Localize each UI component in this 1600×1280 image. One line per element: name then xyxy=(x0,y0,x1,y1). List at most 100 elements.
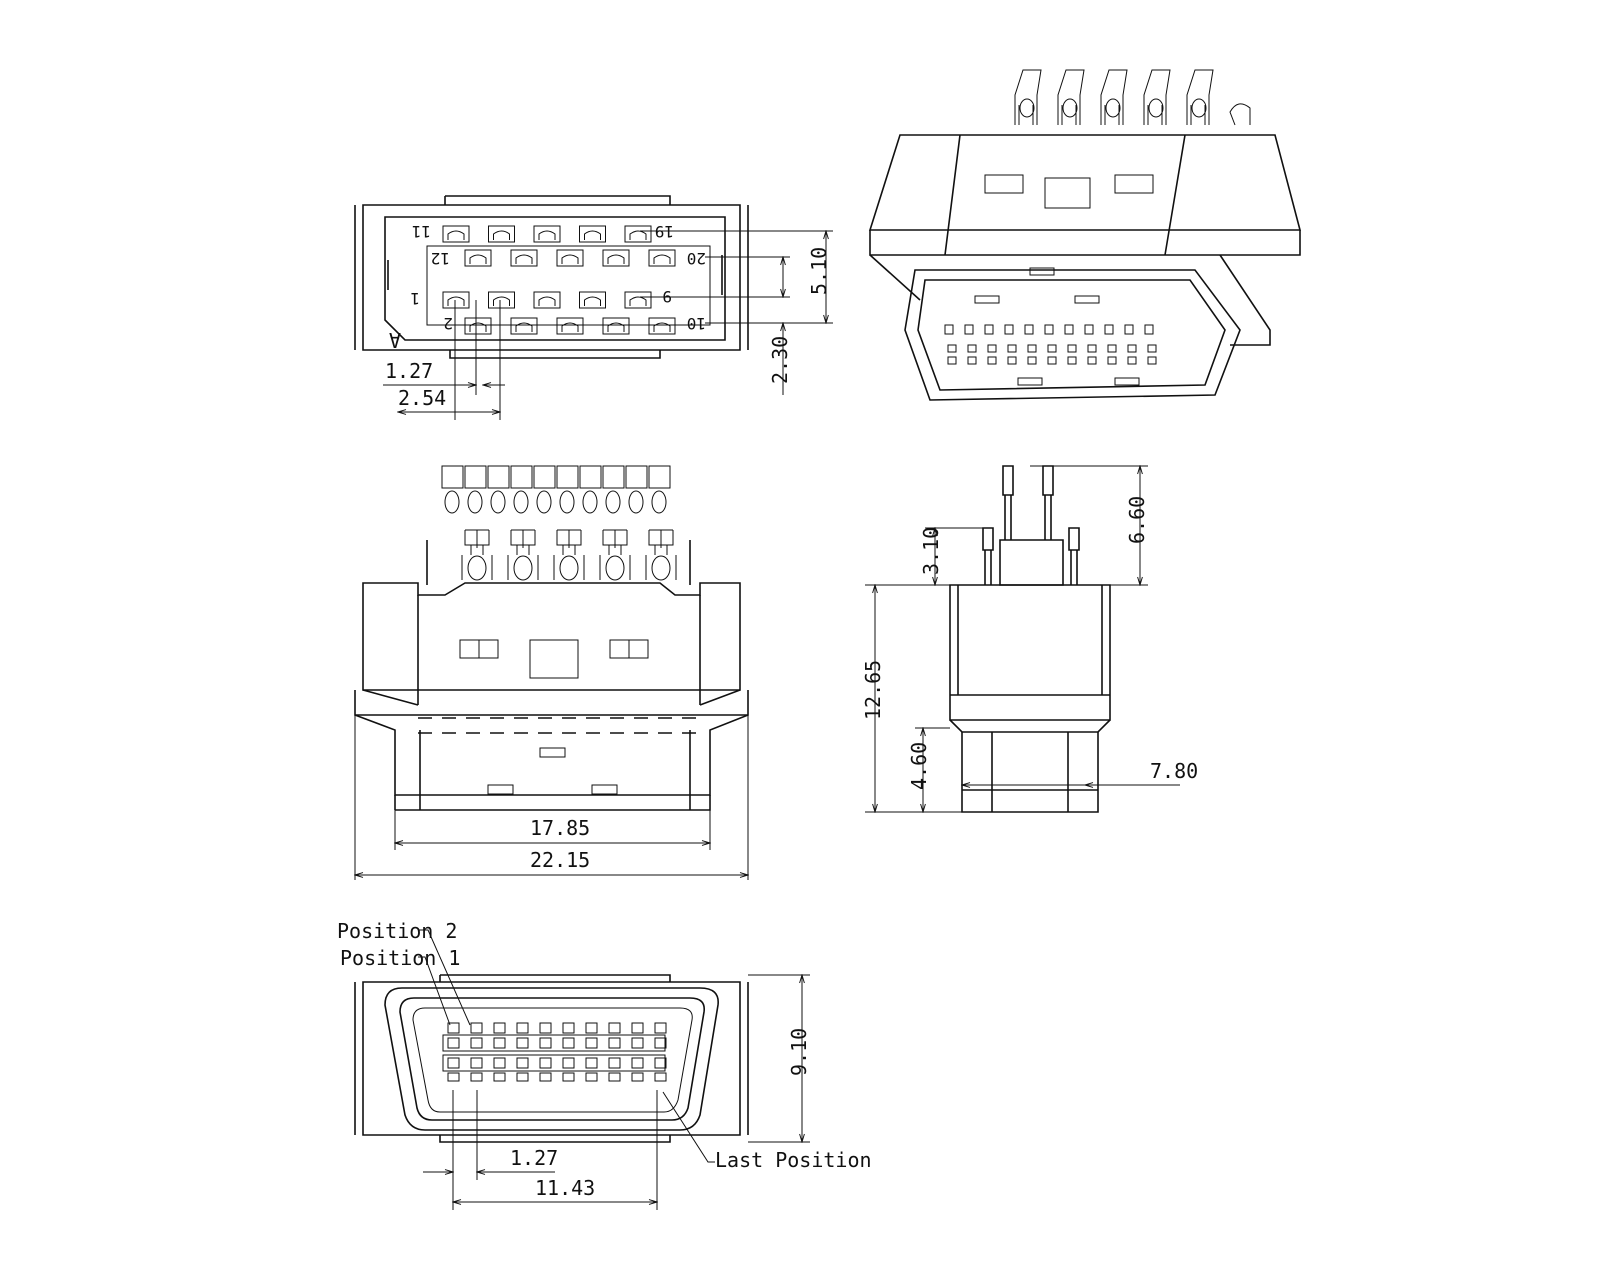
iso-contact-low xyxy=(1047,356,1057,365)
iso-contact-low xyxy=(1147,356,1157,365)
iso-contact-top xyxy=(1104,324,1114,335)
terminal-side xyxy=(553,555,585,580)
mate-contact-row2 xyxy=(493,1057,506,1069)
terminal-top xyxy=(625,465,648,489)
mate-contact-bottom xyxy=(539,1072,552,1082)
terminal-side xyxy=(599,555,631,580)
pin-number-11: 11 xyxy=(412,222,431,241)
mate-contact-row2 xyxy=(447,1057,460,1069)
pin-contact xyxy=(629,230,647,240)
iso-terminal xyxy=(1186,69,1214,125)
mate-contact-top xyxy=(585,1022,598,1034)
pin-contact xyxy=(515,254,533,264)
pin-number-20: 20 xyxy=(687,249,706,268)
pin-row-top xyxy=(442,225,652,243)
iso-terminal-leg xyxy=(1018,105,1034,125)
iso-terminal-leg xyxy=(1061,105,1077,125)
dim-inner-width: 17.85 xyxy=(530,816,590,840)
dim-pitch: 2.54 xyxy=(398,386,446,410)
iso-contact-low xyxy=(967,356,977,365)
pin-row-bottom xyxy=(464,317,676,335)
pin-contact xyxy=(493,296,510,306)
iso-contact-low xyxy=(1087,356,1097,365)
mate-contact-bottom xyxy=(585,1072,598,1082)
pin-cavity xyxy=(579,225,606,243)
mate-contact-row2 xyxy=(585,1057,598,1069)
terminal-solder xyxy=(467,555,487,581)
pin-cavity xyxy=(602,249,630,267)
pin-cavity xyxy=(510,249,538,267)
terminal-side xyxy=(461,555,493,580)
pin-cavity xyxy=(442,225,470,243)
pin-contact xyxy=(653,254,671,264)
pin-cavity xyxy=(533,225,561,243)
pin-cavity xyxy=(648,317,676,335)
iso-contact-top xyxy=(1024,324,1034,335)
terminal-top xyxy=(556,465,579,489)
terminal-neck xyxy=(654,530,668,555)
mate-contact-bottom xyxy=(470,1072,483,1082)
iso-terminal-leg xyxy=(1147,105,1163,125)
terminal-neck xyxy=(562,530,576,555)
mate-contact-row1 xyxy=(539,1037,552,1049)
mate-contact-top xyxy=(631,1022,644,1034)
iso-contact-low xyxy=(1027,356,1037,365)
iso-contact-mid xyxy=(1047,344,1057,353)
dim-short-pin: 3.10 xyxy=(919,527,943,575)
terminal-side xyxy=(645,555,677,580)
pin-contact xyxy=(607,254,625,264)
terminal-solder xyxy=(651,555,671,581)
dim-row-gap: 2.30 xyxy=(768,336,792,384)
pin-cavity xyxy=(648,249,676,267)
mate-contact-row1 xyxy=(585,1037,598,1049)
pin-contact xyxy=(607,322,625,332)
pin-contact xyxy=(653,322,671,332)
dim-plug-depth: 7.80 xyxy=(1150,759,1198,783)
pin-contact xyxy=(469,322,487,332)
terminal-hole xyxy=(651,490,667,514)
pin-cavity xyxy=(624,291,652,309)
mating-face-view: Position 2 Position 1 Last Position 9.10… xyxy=(337,919,872,1210)
iso-terminal xyxy=(1143,69,1171,125)
terminal-solder xyxy=(559,555,579,581)
iso-contact-top xyxy=(984,324,994,335)
mate-contact-top xyxy=(447,1022,460,1034)
dim-pitch-half: 1.27 xyxy=(385,359,433,383)
pin-contact xyxy=(629,296,647,306)
pin-contact xyxy=(538,296,556,306)
mate-contact-top xyxy=(516,1022,529,1034)
terminal-hole xyxy=(605,490,621,514)
mate-contact-bottom xyxy=(447,1072,460,1082)
pin-row-second xyxy=(464,249,676,267)
terminal-hole xyxy=(444,490,460,514)
iso-contact-mid xyxy=(967,344,977,353)
mate-contact-top xyxy=(539,1022,552,1034)
pin-cavity xyxy=(579,291,606,309)
mate-contact-bottom xyxy=(631,1072,644,1082)
pin-cavity xyxy=(488,291,515,309)
dim-pin-length: 6.60 xyxy=(1125,496,1149,544)
mate-contact-row2 xyxy=(539,1057,552,1069)
iso-terminal-hole xyxy=(1148,98,1164,118)
mate-contact-row1 xyxy=(493,1037,506,1049)
terminal-top xyxy=(579,465,602,489)
terminal-top xyxy=(487,465,510,489)
iso-contact-top xyxy=(944,324,954,335)
iso-contact-mid xyxy=(1127,344,1137,353)
terminal-hole xyxy=(513,490,529,514)
dim-overall-width: 22.15 xyxy=(530,848,590,872)
iso-contact-mid xyxy=(987,344,997,353)
top-view: 17.85 22.15 xyxy=(355,465,748,880)
mate-contact-top xyxy=(608,1022,621,1034)
iso-terminal-leg xyxy=(1104,105,1120,125)
pin-cavity xyxy=(556,249,584,267)
mate-contact-row1 xyxy=(470,1037,483,1049)
iso-contact-mid xyxy=(1107,344,1117,353)
dim-face-pitch: 1.27 xyxy=(510,1146,558,1170)
iso-contact-top xyxy=(964,324,974,335)
terminal-top xyxy=(464,465,487,489)
terminal-top xyxy=(648,465,671,489)
iso-terminal-hole xyxy=(1019,98,1035,118)
terminal-top xyxy=(533,465,556,489)
pin-contact xyxy=(584,230,601,240)
